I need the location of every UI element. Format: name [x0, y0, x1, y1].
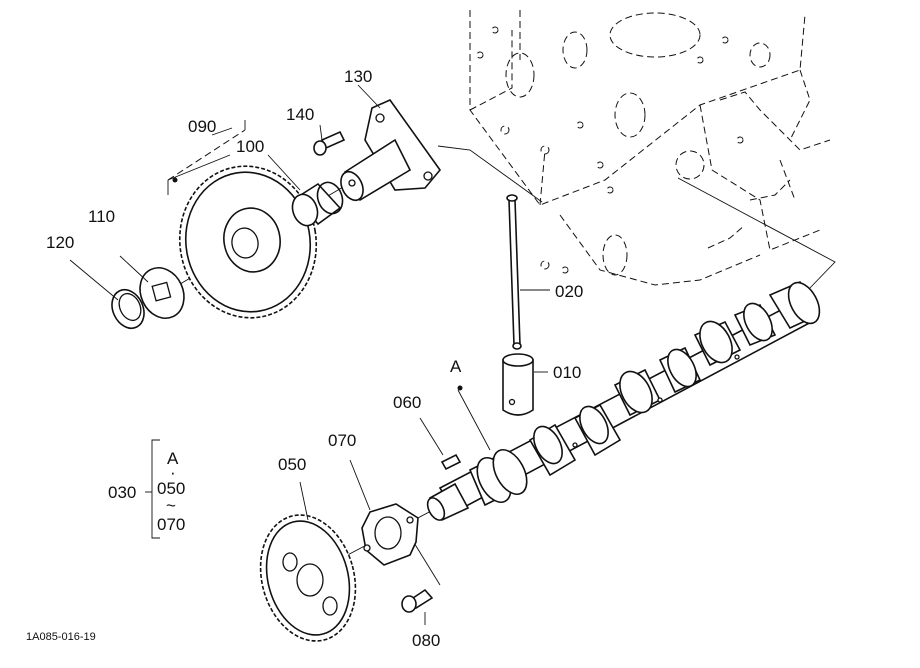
cam-gear [259, 514, 357, 642]
label-140: 140 [286, 105, 314, 124]
label-070: 070 [328, 431, 356, 450]
key [440, 453, 462, 471]
group-090-dot [172, 177, 178, 183]
label-080: 080 [412, 631, 440, 650]
thrust-plate [361, 503, 419, 566]
bushing [291, 181, 344, 227]
label-050: 050 [278, 455, 306, 474]
idle-gear [178, 165, 318, 319]
group-to: 070 [157, 515, 185, 534]
reference-a-dot [457, 385, 463, 391]
group-from: 050 [157, 479, 185, 498]
part-labels: 010 020 030 050 060 070 080 090 100 110 … [46, 67, 583, 650]
camshaft [426, 280, 821, 522]
tappet [502, 353, 534, 416]
group-tilde: ~ [166, 496, 176, 515]
idle-gear-shaft [340, 99, 442, 202]
label-010: 010 [553, 363, 581, 382]
group-dot: · [170, 463, 176, 482]
label-120: 120 [46, 233, 74, 252]
bolt-080 [401, 588, 434, 613]
group-a: A [167, 449, 179, 468]
label-060: 060 [393, 393, 421, 412]
bolt-140 [313, 130, 346, 156]
label-130: 130 [344, 67, 372, 86]
reference-a: A [450, 357, 462, 376]
label-020: 020 [555, 282, 583, 301]
label-030: 030 [108, 483, 136, 502]
collar [139, 267, 185, 319]
label-100: 100 [236, 137, 264, 156]
figure-code: 1A085-016-19 [26, 631, 96, 643]
push-rod [506, 194, 522, 350]
engine-block [469, 10, 831, 286]
callout-leaders [69, 84, 550, 625]
label-110: 110 [88, 207, 115, 226]
label-090: 090 [188, 117, 216, 136]
group-legend: A · 050 ~ 070 [157, 449, 185, 534]
circlip [111, 288, 145, 330]
